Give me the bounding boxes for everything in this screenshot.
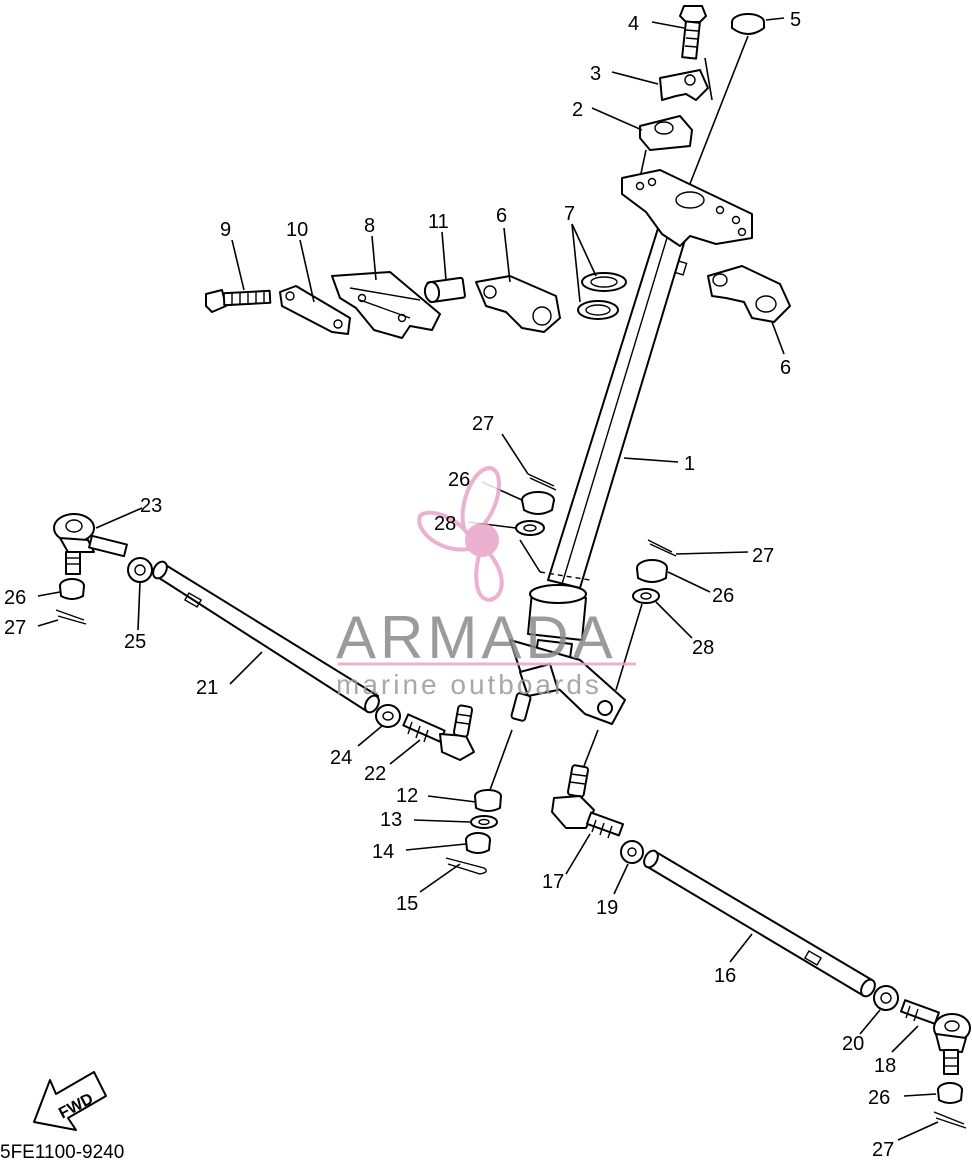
nut-part-25: [127, 557, 153, 583]
callout-label: 12: [396, 785, 418, 807]
callout-label: 26: [4, 587, 26, 609]
bushing-holder-part-6-left: [475, 275, 561, 333]
collar-part-11: [423, 276, 466, 304]
tie-rod-part-16: [643, 849, 876, 998]
callout-label: 26: [868, 1087, 890, 1109]
callout-label: 15: [396, 893, 418, 915]
callout-label: 27: [472, 413, 494, 435]
nut-part-26-lower-right: [937, 1082, 963, 1104]
leader-lines: [37, 17, 939, 1141]
callout-label: 27: [752, 545, 774, 567]
callout-label: 22: [364, 763, 386, 785]
callout-label: 6: [780, 357, 791, 379]
callout-label: 27: [872, 1139, 894, 1160]
bracket-part-8: [331, 271, 441, 339]
plate-part-10: [279, 285, 351, 335]
callout-label: 8: [364, 215, 375, 237]
nut-part-26-left: [59, 578, 85, 600]
cap-part-5: [731, 13, 765, 35]
tie-rod-end-part-18: [900, 999, 971, 1075]
tie-rod-part-21: [152, 560, 380, 714]
watermark-subtitle: marine outboards: [336, 669, 602, 700]
bushing-holder-part-6-right: [707, 265, 791, 323]
tie-rod-end-part-23: [53, 513, 128, 575]
callout-label: 20: [842, 1033, 864, 1055]
nut-part-19: [620, 840, 644, 864]
cotter-pin-part-15: [445, 857, 487, 875]
callout-label: 18: [874, 1055, 896, 1077]
washer-part-13: [470, 815, 498, 829]
tie-rod-end-part-17: [551, 764, 625, 839]
watermark-title: ARMADA: [336, 604, 617, 671]
callout-label: 5: [790, 9, 801, 31]
callout-label: 14: [372, 841, 394, 863]
callout-label: 9: [220, 219, 231, 241]
tie-rod-end-part-22: [402, 704, 475, 761]
callout-label: 1: [684, 453, 695, 475]
washer-part-28-right: [632, 588, 660, 604]
bolt-part-9: [205, 289, 272, 313]
callout-label: 11: [428, 211, 449, 233]
nut-part-26-upper: [521, 491, 555, 515]
callout-label: 19: [596, 897, 618, 919]
part-code-label: 5FE1100-9240: [0, 1142, 124, 1160]
callout-label: 26: [712, 585, 734, 607]
nut-part-26-right: [636, 559, 668, 583]
callout-label: 2: [572, 99, 583, 121]
upper-bracket-plate: [621, 169, 753, 247]
callout-label: 4: [628, 13, 639, 35]
callout-label: 3: [590, 63, 601, 85]
collar-part-12: [474, 789, 502, 812]
cotter-pin-part-27-right: [647, 539, 677, 557]
nut-part-20: [873, 985, 899, 1011]
callout-label: 7: [564, 203, 575, 225]
callout-label: 16: [714, 965, 736, 987]
nut-part-14: [465, 832, 491, 854]
callout-label: 27: [4, 617, 26, 639]
nut-part-24: [375, 704, 401, 728]
propeller-logo-icon: [417, 465, 504, 603]
callout-label: 10: [286, 219, 308, 241]
watermark: ARMADA marine outboards: [336, 465, 636, 700]
washer-part-28-upper: [515, 520, 545, 536]
callout-label: 13: [380, 809, 402, 831]
callout-label: 17: [542, 871, 564, 893]
cotter-pin-part-27-lower-right: [933, 1111, 967, 1129]
callout-label: 23: [140, 495, 162, 517]
callout-labels: 1 2 3 4 5 6 6 7 8 9 10 11 12 13 14 15 16…: [4, 9, 896, 1160]
cotter-pin-part-27-upper: [527, 473, 557, 491]
clamp-upper-part-3: [659, 69, 709, 101]
callout-label: 6: [496, 205, 507, 227]
bushings-part-7: [577, 272, 627, 320]
cotter-pin-part-27-left: [55, 609, 87, 625]
fwd-arrow-icon: FWD: [33, 1071, 107, 1131]
bolt-part-4: [679, 5, 707, 60]
callout-label: 21: [196, 677, 218, 699]
callout-label: 26: [448, 469, 470, 491]
callout-label: 24: [330, 747, 352, 769]
callout-label: 25: [124, 631, 146, 653]
clamp-lower-part-2: [639, 115, 693, 151]
callout-label: 28: [434, 513, 456, 535]
callout-label: 28: [692, 637, 714, 659]
